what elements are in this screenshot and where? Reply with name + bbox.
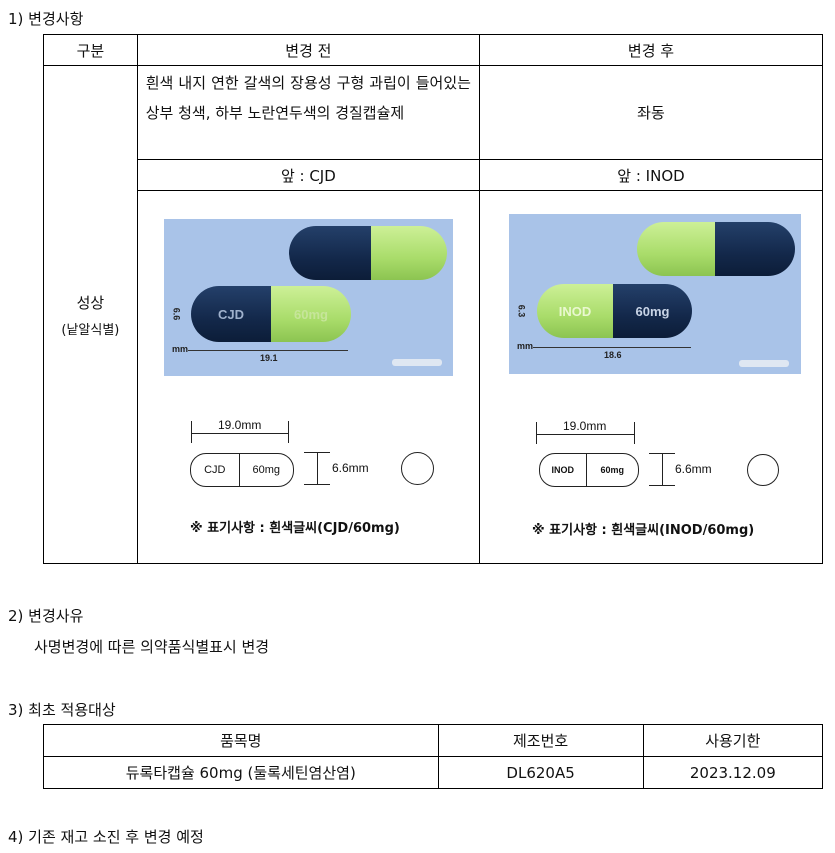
before-drawing-length: 19.0mm: [218, 418, 262, 432]
before-diameter: 6.6: [171, 307, 182, 321]
before-drawing-circle: [401, 452, 434, 485]
before-description: 흰색 내지 연한 갈색의 장용성 구형 과립이 들어있는 상부 청색, 하부 노…: [136, 65, 480, 160]
before-length: 19.1: [260, 353, 278, 363]
after-capsule-front: INOD 60mg: [537, 284, 692, 338]
after-front-mark: 앞 : INOD: [478, 159, 824, 191]
row-label: 성상: [76, 293, 105, 312]
header-expiry: 사용기한: [642, 724, 824, 757]
target-table: 품목명 제조번호 사용기한 듀록타캡슐 60mg (둘록세틴염산염) DL620…: [43, 724, 824, 789]
header-before: 변경 전: [136, 34, 480, 66]
row-label-cell: 성상 (낱알식별): [43, 65, 138, 564]
after-drawing-circle: [747, 454, 779, 486]
before-marking-note: ※ 표기사항 : 흰색글씨(CJD/60mg): [190, 521, 400, 536]
header-lot: 제조번호: [437, 724, 644, 757]
after-drawing-capsule: INOD 60mg: [539, 453, 639, 487]
before-unit: mm: [172, 344, 189, 354]
section2-body: 사명변경에 따른 의약품식별표시 변경: [34, 638, 270, 656]
row-sublabel: (낱알식별): [61, 322, 120, 338]
before-capsule-photo: CJD 60mg 6.6 mm 19.1: [164, 219, 453, 376]
header-category: 구분: [43, 34, 138, 66]
after-drawing-height: 6.6mm: [675, 462, 712, 476]
changes-table: 구분 변경 전 변경 후 성상 (낱알식별) 흰색 내지 연한 갈색의 장용성 …: [43, 34, 824, 564]
before-capsule-back: [289, 226, 447, 280]
section4-title: 4) 기존 재고 소진 후 변경 예정: [8, 828, 204, 846]
section3-title: 3) 최초 적용대상: [8, 701, 116, 719]
section2-title: 2) 변경사유: [8, 607, 84, 625]
after-capsule-photo: INOD 60mg 6.3 mm 18.6: [509, 214, 801, 374]
after-capsule-back: [637, 222, 795, 276]
after-length: 18.6: [604, 350, 622, 360]
cell-expiry: 2023.12.09: [642, 756, 824, 789]
header-product: 품목명: [43, 724, 439, 757]
before-drawing-capsule: CJD 60mg: [190, 453, 294, 487]
before-capsule-front: CJD 60mg: [191, 286, 351, 342]
before-front-mark: 앞 : CJD: [136, 159, 480, 191]
after-unit: mm: [517, 341, 534, 351]
header-after: 변경 후: [478, 34, 824, 66]
after-drawing-length: 19.0mm: [563, 419, 607, 433]
before-drawing-height: 6.6mm: [332, 461, 369, 475]
after-description: 좌동: [478, 65, 824, 160]
cell-lot: DL620A5: [437, 756, 644, 789]
after-marking-note: ※ 표기사항 : 흰색글씨(INOD/60mg): [532, 523, 755, 538]
section1-title: 1) 변경사항: [8, 10, 84, 28]
after-diameter: 6.3: [516, 304, 527, 318]
cell-product: 듀록타캡슐 60mg (둘록세틴염산염): [43, 756, 439, 789]
